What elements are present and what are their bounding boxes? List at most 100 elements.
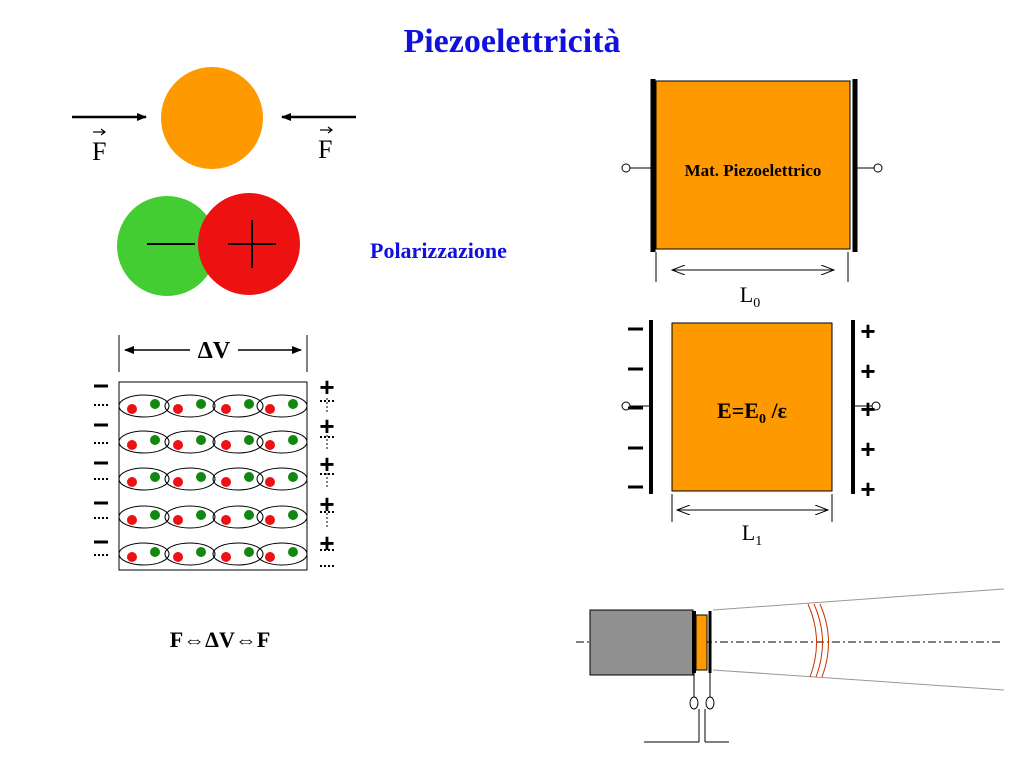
dipole-ellipse — [256, 505, 308, 529]
dipole-positive-dot — [244, 547, 254, 557]
crystal-plus-sign: + — [319, 372, 334, 402]
dipole-negative-dot — [221, 552, 231, 562]
dipole-ellipse — [118, 394, 170, 418]
dipole-positive-dot — [288, 510, 298, 520]
dipole-ellipse — [164, 430, 216, 454]
compressed-material-block — [671, 322, 833, 492]
dipole-ellipse — [256, 542, 308, 566]
plate-left-charges — [628, 327, 643, 489]
dipole-negative-dot — [173, 515, 183, 525]
dipole-negative-dot — [221, 477, 231, 487]
dipole-ellipse — [118, 505, 170, 529]
left-force-vector-tip — [100, 128, 106, 136]
dipole-positive-dot — [150, 547, 160, 557]
l0-subscript: 0 — [753, 296, 760, 311]
right-force-label: F — [318, 135, 332, 164]
dipole-ellipse — [212, 394, 264, 418]
top-right-terminal — [873, 163, 883, 173]
dipole-negative-dot — [265, 477, 275, 487]
neutral-ball — [161, 67, 263, 169]
crystal-left-charges — [94, 384, 108, 556]
transducer-terminal-a — [689, 696, 699, 710]
dipole-positive-dot — [150, 510, 160, 520]
l1-label: L1 — [742, 520, 762, 549]
dipole-negative-dot — [173, 440, 183, 450]
piezo-plate-bottom: +++++ E=E0 /ε L1 — [621, 316, 881, 549]
beam-upper-edge — [712, 588, 1005, 611]
dipole-rows — [118, 394, 308, 566]
dipole-positive-dot — [150, 435, 160, 445]
material-label: Mat. Piezoelettrico — [685, 161, 822, 180]
plate-plus-sign: + — [860, 474, 875, 504]
piezo-material-block — [655, 80, 851, 250]
dipole-negative-dot — [127, 477, 137, 487]
force-ball-group: F F — [72, 67, 356, 169]
dipole-ellipse — [164, 505, 216, 529]
dipole-ellipse — [164, 467, 216, 491]
dipole-ellipse — [212, 467, 264, 491]
piezo-plate-top: Mat. Piezoelettrico L0 — [621, 79, 883, 311]
dipole-negative-dot — [265, 404, 275, 414]
dipole-positive-dot — [150, 472, 160, 482]
dipole-positive-dot — [244, 399, 254, 409]
delta-v-label: ΔV — [198, 338, 231, 364]
l0-letter: L — [740, 282, 753, 307]
field-label-prefix: E=E — [717, 398, 759, 423]
dipole-negative-dot — [173, 404, 183, 414]
dipole-negative-dot — [265, 440, 275, 450]
dipole-negative-dot — [127, 440, 137, 450]
right-force-vector-tip — [327, 126, 333, 134]
dipole-positive-dot — [288, 435, 298, 445]
l0-label: L0 — [740, 282, 760, 311]
crystal-plus-sign: + — [319, 489, 334, 519]
wave-front-1 — [807, 603, 818, 678]
dipole-positive-dot — [288, 547, 298, 557]
crystal-plus-sign: + — [319, 449, 334, 479]
dipole-positive-dot — [244, 472, 254, 482]
polarization-group: Polarizzazione — [117, 193, 507, 296]
polarization-label: Polarizzazione — [370, 238, 507, 263]
dipole-negative-dot — [265, 552, 275, 562]
wave-front-3 — [819, 603, 830, 678]
transducer-housing — [589, 609, 694, 676]
crystal-plus-sign: + — [319, 411, 334, 441]
transducer-crystal — [695, 614, 708, 671]
top-left-terminal — [621, 163, 631, 173]
l1-subscript: 1 — [755, 534, 762, 549]
negative-charge-ball — [117, 196, 217, 296]
page-title: Piezoelettricità — [403, 23, 620, 60]
dipole-negative-dot — [221, 440, 231, 450]
equivalence-label: F⇔ΔV⇔F — [170, 627, 271, 652]
dipole-negative-dot — [221, 404, 231, 414]
dipole-positive-dot — [288, 472, 298, 482]
dipole-negative-dot — [173, 477, 183, 487]
dipole-ellipse — [118, 467, 170, 491]
dipole-positive-dot — [196, 399, 206, 409]
crystal-plus-sign: + — [319, 528, 334, 558]
dipole-ellipse — [164, 394, 216, 418]
dipole-positive-dot — [196, 472, 206, 482]
ultrasound-transducer-icon — [576, 588, 1005, 743]
dipole-ellipse — [256, 394, 308, 418]
plate-plus-sign: + — [860, 316, 875, 346]
dipole-positive-dot — [150, 399, 160, 409]
dipole-ellipse — [118, 542, 170, 566]
dipole-positive-dot — [196, 510, 206, 520]
dipole-positive-dot — [244, 435, 254, 445]
plate-right-charges: +++++ — [860, 316, 875, 504]
dipole-negative-dot — [127, 515, 137, 525]
dipole-ellipse — [212, 542, 264, 566]
bottom-right-terminal — [871, 401, 881, 411]
dipole-positive-dot — [196, 547, 206, 557]
dipole-ellipse — [212, 505, 264, 529]
left-force-label: F — [92, 137, 106, 166]
field-label: E=E0 /ε — [717, 398, 787, 427]
l1-letter: L — [742, 520, 755, 545]
dipole-ellipse — [212, 430, 264, 454]
transducer-terminal-b — [705, 696, 715, 710]
dipole-negative-dot — [173, 552, 183, 562]
crystal-right-charges: + + + + + — [319, 372, 335, 567]
crystal-group: ΔV + + + + + F⇔ΔV⇔F — [94, 335, 335, 652]
dipole-negative-dot — [221, 515, 231, 525]
